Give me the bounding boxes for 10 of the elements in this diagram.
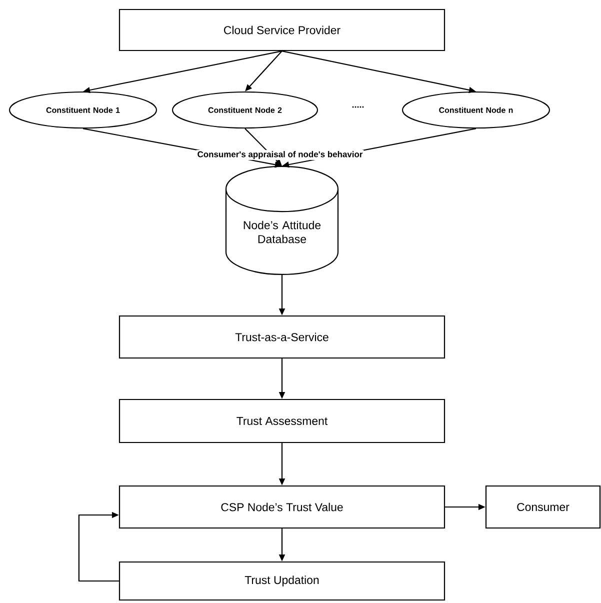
edge-label: Consumer's appraisal of node's behavior (196, 150, 364, 160)
database-cylinder: Node’s Attitude Database (225, 166, 339, 275)
ellipsis-label: ..... (352, 106, 364, 108)
process-box: Trust Updation (118, 561, 446, 601)
process-box: Consumer (485, 485, 601, 529)
process-box: Cloud Service Provider (118, 8, 446, 52)
process-box: Trust-as-a-Service (118, 315, 446, 359)
process-box: Trust Assessment (118, 398, 446, 444)
arrow (78, 512, 119, 582)
process-box: CSP Node’s Trust Value (118, 485, 446, 529)
